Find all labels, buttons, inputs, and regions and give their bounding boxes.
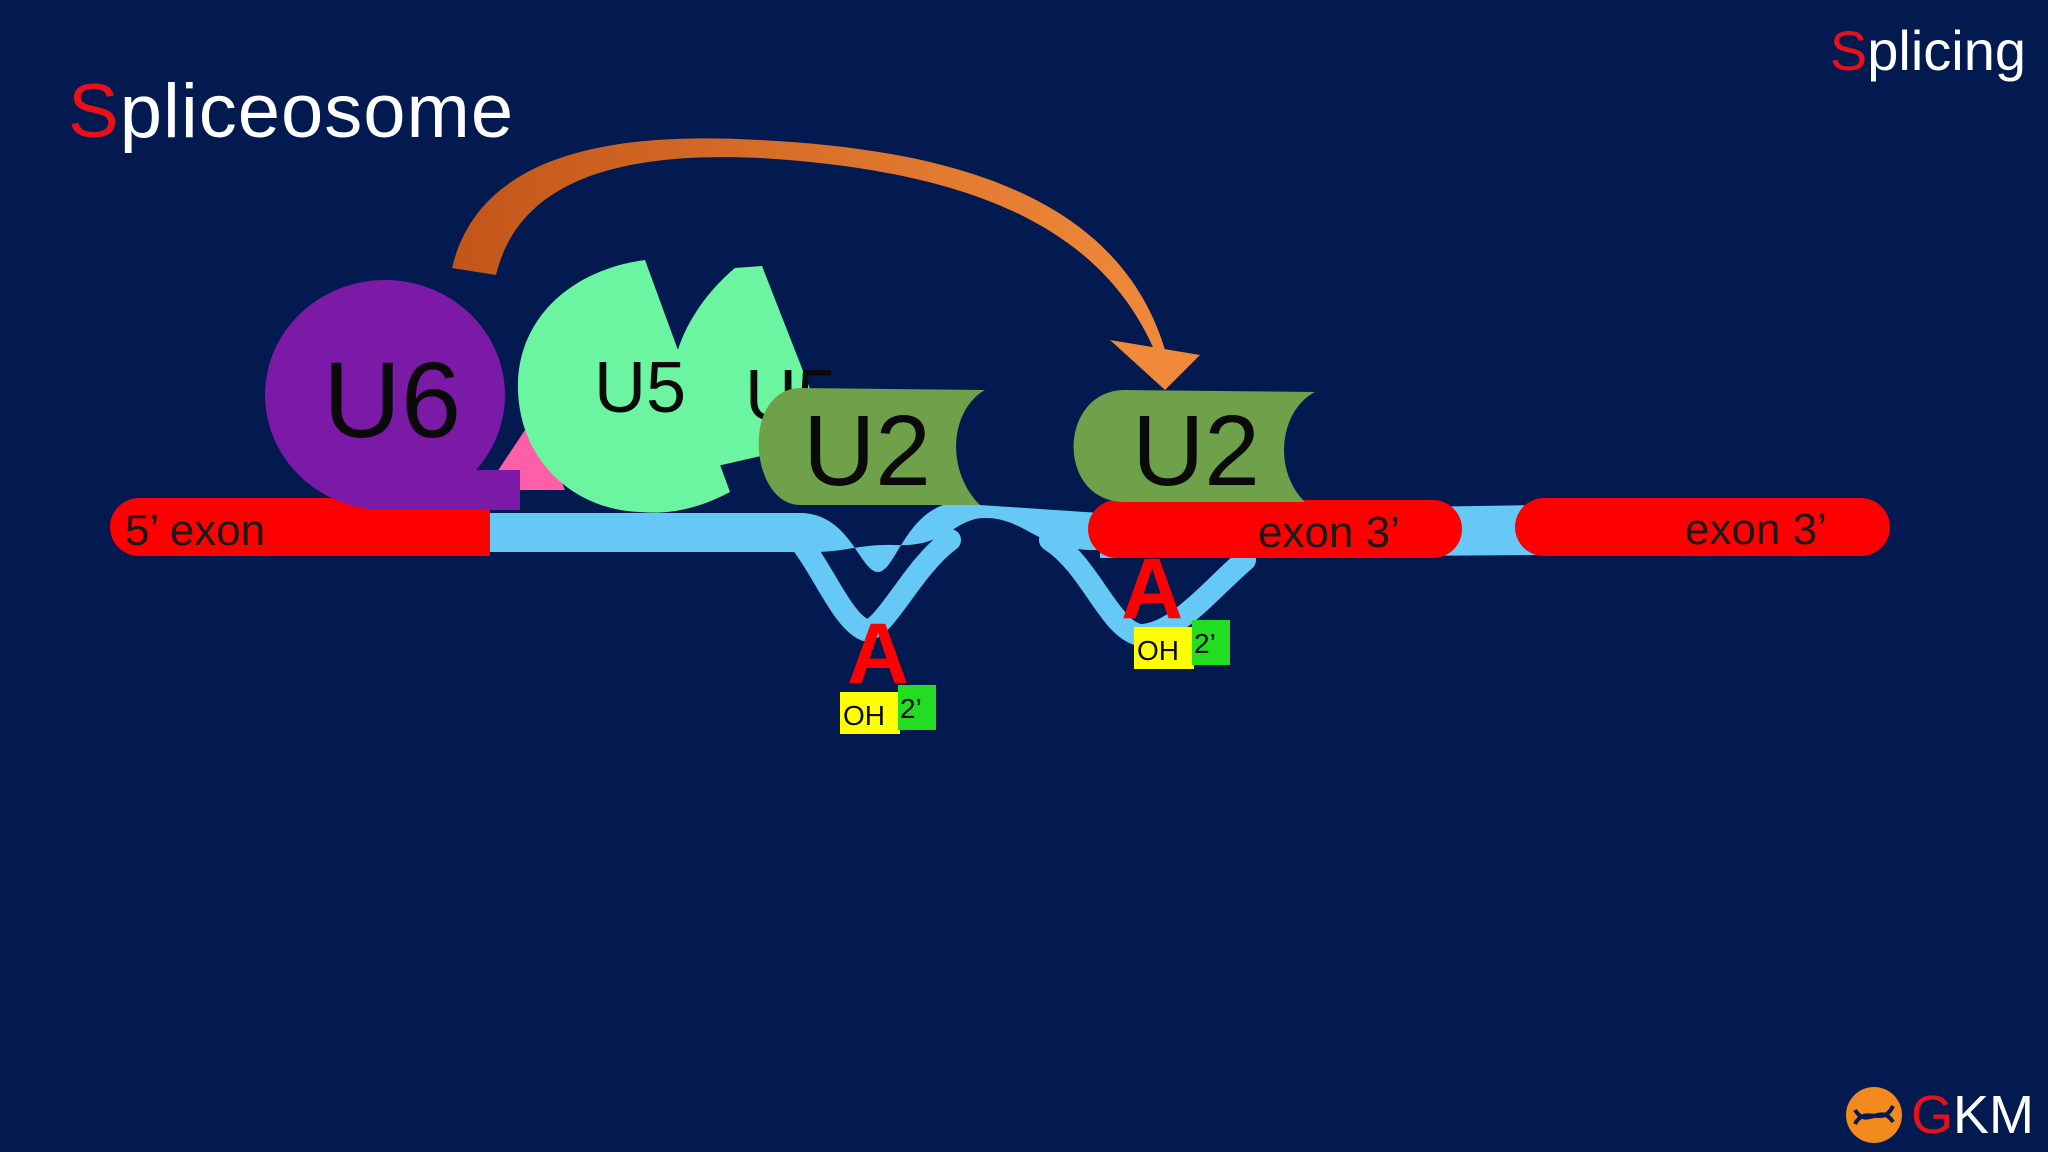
exon-3-prime-right [1515,498,1890,556]
dna-orange-logo-icon [1845,1087,1902,1143]
slide-title-rest: pliceosome [119,69,515,154]
oh-right-label: OH [1137,635,1179,666]
slide-title-initial: S [68,69,120,154]
u5-label: U5 [594,348,686,428]
oh-box-right [1134,627,1194,669]
two-prime-box-right [1192,620,1230,665]
two-prime-right-label: 2’ [1194,628,1216,659]
u2-snrnp-right: U2 [1073,390,1315,507]
exon-3-prime-middle [1088,500,1462,558]
section-title-initial: S [1829,19,1868,82]
u2-snrnp-left: U2 [758,388,985,507]
section-title-rest: plicing [1867,19,2026,82]
curved-arrow [452,138,1200,390]
u6-label: U6 [323,339,461,460]
exon-3-prime-middle-label: exon 3’ [1258,508,1400,557]
section-title: Splicing [1830,18,2026,83]
adenine-right-label: A [1121,541,1183,637]
two-prime-left-label: 2’ [900,693,922,724]
branch-point-left: A OH 2’ [840,606,936,734]
two-prime-box-left [898,685,936,730]
u2-left-label: U2 [803,395,931,507]
exon-3-prime-right-label: exon 3’ [1685,505,1827,554]
gkm-logo: GKM [1843,1084,2034,1146]
logo-initial: G [1910,1085,1953,1145]
branch-point-right: A OH 2’ [1121,541,1230,669]
u6-snrnp: U6 [265,280,520,510]
u5-snrnp-front: U5 [517,260,730,513]
u2-right-label: U2 [1132,395,1260,507]
oh-left-label: OH [843,700,885,731]
oh-box-left [840,692,900,734]
logo-rest: KM [1953,1085,2034,1145]
exon-5-prime-label: 5’ exon [125,506,265,555]
slide-title: Spliceosome [68,68,514,155]
exon-5-prime [110,498,488,556]
